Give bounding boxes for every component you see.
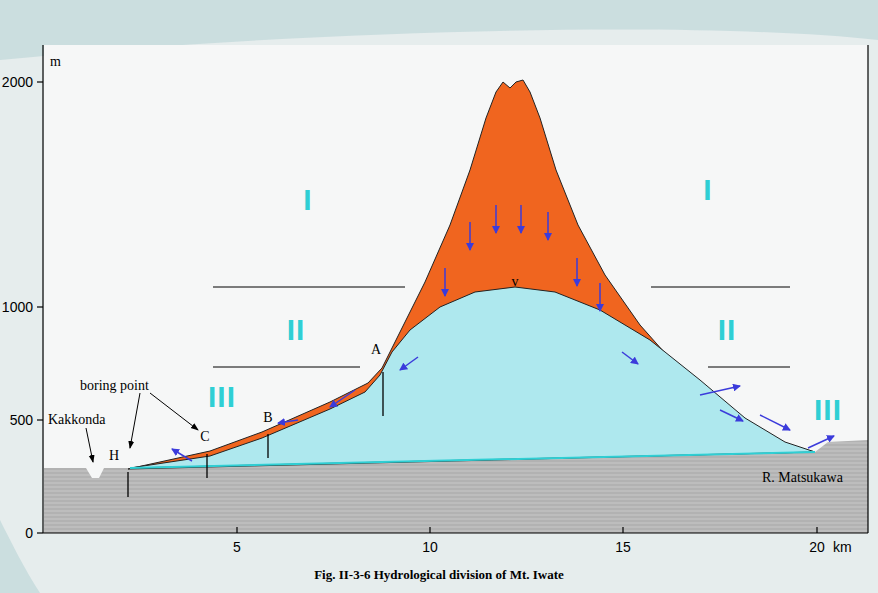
callout-text: boring point bbox=[80, 379, 149, 393]
boring-label: H bbox=[109, 449, 119, 463]
leader-line bbox=[86, 393, 198, 462]
axis-tick: 1000 bbox=[2, 300, 33, 314]
place-name: R. Matsukawa bbox=[762, 471, 843, 485]
volcanic-ejecta bbox=[128, 80, 815, 469]
place-name: Kakkonda bbox=[48, 413, 106, 427]
zone-label: I bbox=[703, 175, 712, 205]
plot-area bbox=[44, 45, 868, 533]
axis-unit: km bbox=[833, 540, 852, 554]
zone-label: III bbox=[814, 395, 842, 425]
zone-label: III bbox=[208, 382, 236, 412]
division-line bbox=[213, 287, 790, 367]
flow-arrow bbox=[172, 205, 834, 461]
zone-label: I bbox=[303, 185, 312, 215]
frame-swirl bbox=[0, 520, 40, 593]
figure-caption: Fig. II-3-6 Hydrological division of Mt.… bbox=[314, 568, 564, 581]
axis-tick: 5 bbox=[233, 540, 241, 554]
axis-tick: 20 bbox=[809, 540, 825, 554]
axes bbox=[37, 45, 868, 533]
axis-unit: m bbox=[50, 55, 61, 69]
axis-tick: 0 bbox=[25, 526, 33, 540]
boring-label: C bbox=[200, 430, 209, 444]
axis-tick: 500 bbox=[10, 413, 33, 427]
zone-label: II bbox=[287, 315, 306, 345]
boring-hole bbox=[128, 372, 383, 497]
groundwater-body bbox=[130, 287, 815, 468]
axis-tick: 15 bbox=[615, 540, 631, 554]
boring-label: B bbox=[263, 411, 272, 425]
zone-label: II bbox=[718, 315, 737, 345]
boring-label: A bbox=[371, 343, 381, 357]
aquifer-base bbox=[130, 452, 815, 468]
summit-mark: v bbox=[512, 275, 519, 289]
axis-tick: 2000 bbox=[2, 75, 33, 89]
axis-tick: 10 bbox=[422, 540, 438, 554]
